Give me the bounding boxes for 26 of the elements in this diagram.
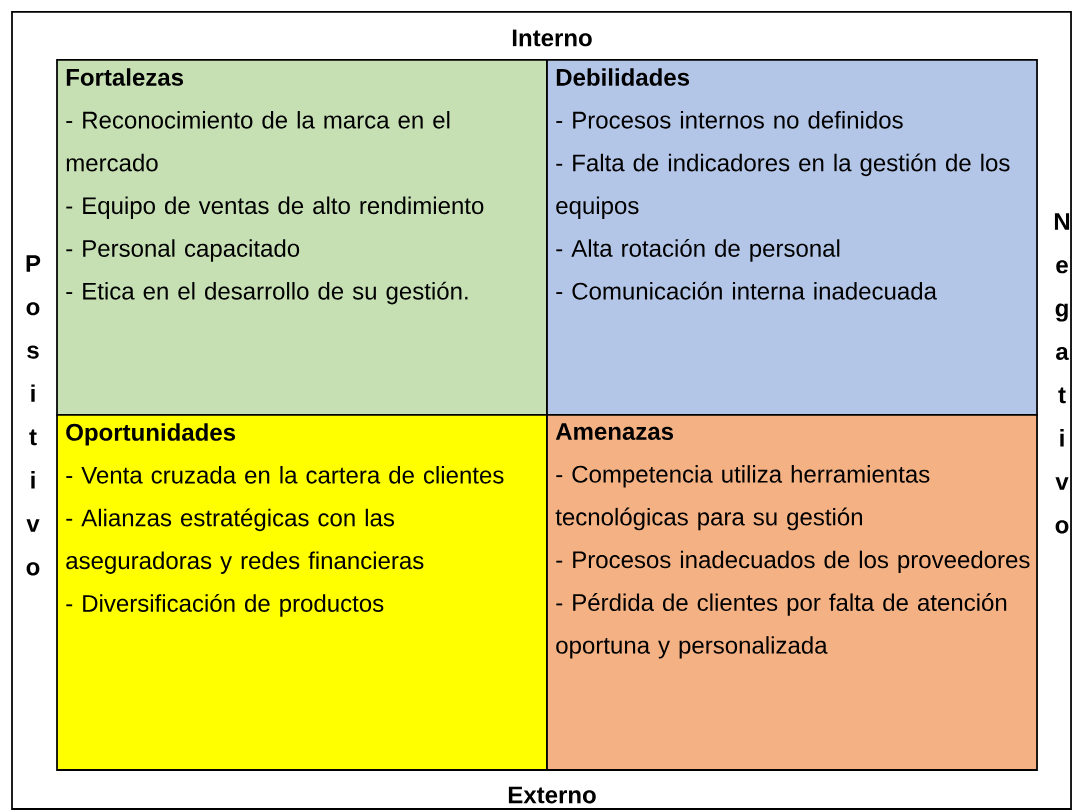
list-item: - Falta de indicadores en la gestión de los equipos — [556, 153, 1010, 219]
axis-label: Interno — [512, 29, 592, 47]
list-item: - Etica en el desarrollo de su gestión. — [66, 281, 468, 305]
list-item: - Personal capacitado — [66, 239, 300, 262]
list-item: - Venta cruzada en la cartera de clientes — [66, 466, 504, 484]
heading: Amenazas — [555, 423, 674, 440]
list-item: - Competencia utiliza herramientas tecnológicas para su gestión — [555, 465, 930, 531]
heading: Oportunidades — [66, 423, 236, 446]
list-item: - Alianzas estratégicas con las aseguradoras y redes financieras — [66, 508, 424, 574]
quadrant-box — [56, 414, 548, 771]
list-item: - Pérdida de clientes por falta de atención oportuna y personalizada — [556, 593, 1007, 659]
axis-label: Positivo — [26, 255, 41, 576]
list-item: - Procesos inadecuados de los proveedores — [556, 550, 1030, 573]
list-item: - Equipo de ventas de alto rendimiento — [66, 196, 484, 219]
list-item: - Procesos internos no definidos — [556, 111, 903, 129]
list-item: - Comunicación interna inadecuada — [556, 281, 937, 300]
quadrant-box — [546, 414, 1038, 771]
heading: Fortalezas — [66, 68, 184, 86]
heading: Debilidades — [556, 68, 690, 86]
quadrant-box — [56, 59, 548, 416]
list-item: - Reconocimiento de la marca en el mercado — [66, 111, 450, 172]
axis-label: Externo — [508, 786, 596, 804]
quadrant-box — [546, 59, 1038, 416]
list-item: - Alta rotación de personal — [556, 239, 840, 262]
axis-label: Negativo — [1054, 213, 1070, 534]
list-item: - Diversificación de productos — [66, 594, 384, 617]
